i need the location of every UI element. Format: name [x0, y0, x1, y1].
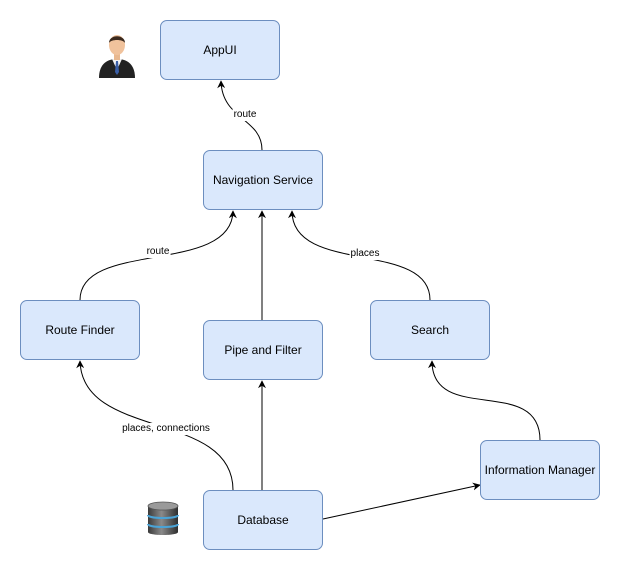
node-route-finder-label: Route Finder: [45, 323, 115, 337]
edge-label-search-to-nav: places: [349, 248, 381, 260]
node-information-manager[interactable]: Information Manager: [480, 440, 600, 500]
edge-label-routefinder-to-nav: route: [145, 246, 171, 258]
database-icon: [147, 501, 179, 535]
node-database-label: Database: [237, 513, 289, 527]
edge-infomanager-to-search: [428, 360, 541, 441]
user-icon: [99, 35, 135, 78]
node-appui-label: AppUI: [203, 43, 237, 57]
node-search-label: Search: [410, 323, 450, 337]
edge-label-nav-to-appui: route: [232, 109, 258, 121]
node-navigation-service-label: Navigation Service: [212, 173, 314, 187]
node-search[interactable]: Search: [370, 300, 490, 360]
node-pipe-and-filter[interactable]: Pipe and Filter: [203, 320, 323, 380]
node-pipe-and-filter-label: Pipe and Filter: [224, 343, 302, 357]
node-navigation-service[interactable]: Navigation Service: [203, 150, 323, 210]
node-information-manager-label: Information Manager: [484, 463, 596, 477]
edge-db-to-infomanager: [322, 482, 481, 520]
node-route-finder[interactable]: Route Finder: [20, 300, 140, 360]
node-database[interactable]: Database: [203, 490, 323, 550]
node-appui[interactable]: AppUI: [160, 20, 280, 80]
edge-label-db-to-routefinder: places, connections: [121, 423, 211, 435]
